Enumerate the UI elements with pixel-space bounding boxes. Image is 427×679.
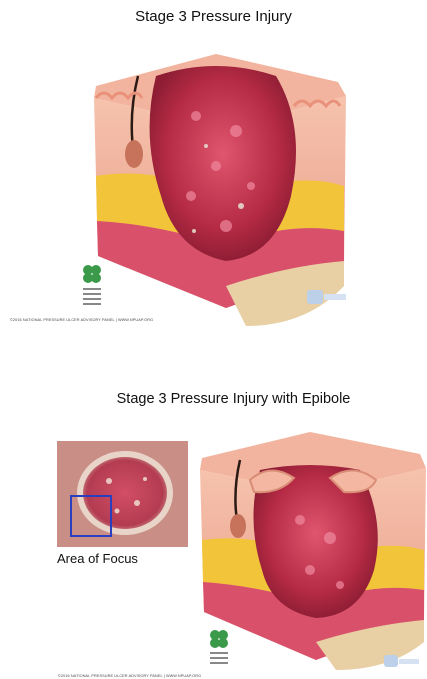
npuap-logo [80,262,104,314]
panel1-title: Stage 3 Pressure Injury [0,8,427,25]
brand-logo [384,655,420,672]
panel2-title: Stage 3 Pressure Injury with Epibole [20,391,427,407]
npuap-logo [207,628,231,674]
focus-label: Area of Focus [57,551,138,566]
brand-logo [307,290,347,309]
stage3-illustration [76,36,356,326]
wound-photo [57,441,188,547]
panel1-copyright: ©2016 NATIONAL PRESSURE ULCER ADVISORY P… [10,318,153,322]
panel2-copyright: ©2016 NATIONAL PRESSURE ULCER ADVISORY P… [58,674,201,678]
